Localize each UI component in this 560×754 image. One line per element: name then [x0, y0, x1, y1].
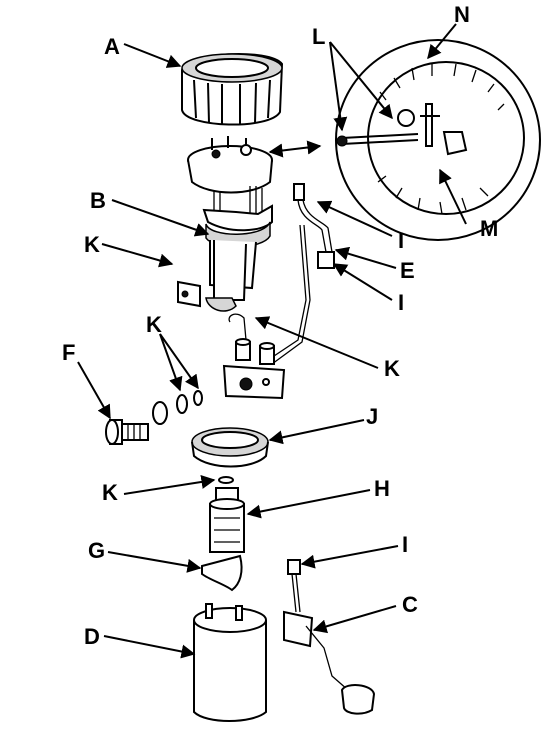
- callout-g: G: [88, 538, 105, 563]
- callout-d: D: [84, 624, 100, 649]
- callout-b: B: [90, 188, 106, 213]
- callout-k4: K: [102, 480, 118, 505]
- pump-module-flange: [187, 136, 273, 194]
- callout-c: C: [402, 592, 418, 617]
- callout-l: L: [312, 24, 325, 49]
- callout-m: M: [480, 216, 498, 241]
- part-c-level-sender: [283, 559, 376, 715]
- callout-e: E: [400, 258, 415, 283]
- leader-lines: [77, 23, 467, 659]
- callout-f: F: [62, 340, 75, 365]
- part-j-strainer: [191, 427, 269, 468]
- callout-k1: K: [84, 232, 100, 257]
- callout-a: A: [104, 34, 120, 59]
- part-d-canister: [193, 603, 267, 722]
- part-a-lock-ring: [181, 52, 284, 126]
- callout-i1: I: [398, 228, 404, 253]
- callout-k2: K: [146, 312, 162, 337]
- callout-j: J: [366, 404, 378, 429]
- part-b-pump-module: [177, 186, 273, 312]
- pressure-regulator-block: [222, 313, 286, 400]
- part-h-fuel-pump: [209, 476, 245, 553]
- part-n-tank-cover: [335, 39, 541, 241]
- callout-i2: I: [398, 290, 404, 315]
- callout-h: H: [374, 476, 390, 501]
- callout-n: N: [454, 2, 470, 27]
- part-f-fitting: [105, 390, 203, 445]
- callout-k3: K: [384, 356, 400, 381]
- callout-i3: I: [402, 532, 408, 557]
- part-g-filter: [201, 554, 243, 592]
